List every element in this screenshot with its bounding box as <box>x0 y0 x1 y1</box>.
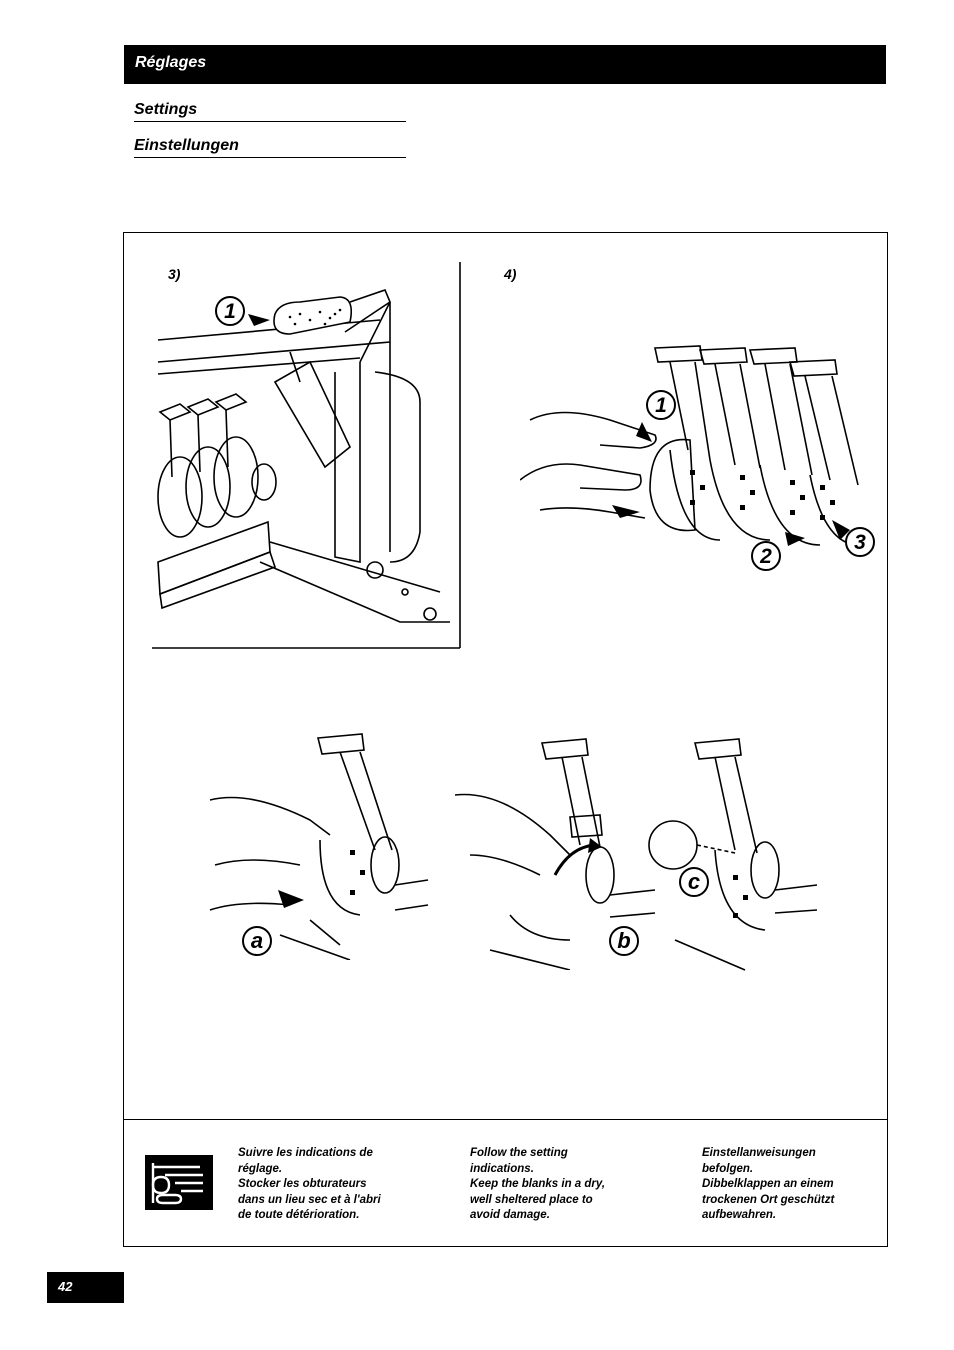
note-line: dans un lieu sec et à l'abri <box>238 1193 381 1206</box>
note-line: Keep the blanks in a dry, <box>470 1178 606 1191</box>
note-line: avoid damage. <box>470 1209 550 1222</box>
figure-3-label: 3) <box>168 266 181 282</box>
step-a-illustration <box>209 733 429 960</box>
note-line: well sheltered place to <box>470 1193 593 1206</box>
fig3-callout-1: 1 <box>215 296 245 326</box>
fig4-callout-1: 1 <box>646 390 676 420</box>
note-german: Einstellanweisungen befolgen. Dibbelklap… <box>702 1146 834 1224</box>
note-line: Follow the setting <box>470 1147 568 1159</box>
note-line: Stocker les obturateurs <box>238 1178 367 1191</box>
figure-3-illustration <box>152 262 461 649</box>
figure-4-label: 4) <box>504 266 517 282</box>
note-line: befolgen. <box>702 1162 754 1175</box>
step-c-illustration <box>648 738 818 971</box>
subtitle-settings: Settings <box>134 101 406 122</box>
page-number-box: 42 <box>47 1272 124 1303</box>
figure-4-illustration <box>520 345 866 547</box>
step-b-illustration <box>454 738 656 970</box>
note-line: Einstellanweisungen <box>702 1147 816 1159</box>
subtitle-einstellungen: Einstellungen <box>134 137 406 158</box>
note-line: trockenen Ort geschützt <box>702 1193 835 1206</box>
page-number: 42 <box>58 1279 73 1294</box>
notes-divider <box>124 1119 887 1120</box>
note-line: Suivre les indications de <box>238 1147 373 1159</box>
step-c-callout: c <box>679 867 709 897</box>
fig4-callout-2: 2 <box>751 541 781 571</box>
fig4-callout-3: 3 <box>845 527 875 557</box>
illustration-frame <box>123 232 888 1247</box>
section-header-bar: Réglages <box>124 45 886 84</box>
note-french: Suivre les indications de réglage. Stock… <box>238 1146 381 1224</box>
note-line: indications. <box>470 1162 534 1175</box>
note-line: réglage. <box>238 1162 283 1175</box>
manual-reference-icon <box>145 1155 213 1210</box>
note-line: aufbewahren. <box>702 1209 777 1222</box>
step-a-callout: a <box>242 926 272 956</box>
step-b-callout: b <box>609 926 639 956</box>
note-english: Follow the setting indications. Keep the… <box>470 1146 605 1224</box>
note-line: de toute détérioration. <box>238 1209 360 1222</box>
note-line: Dibbelklappen an einem <box>702 1178 834 1191</box>
section-title: Réglages <box>135 54 207 71</box>
